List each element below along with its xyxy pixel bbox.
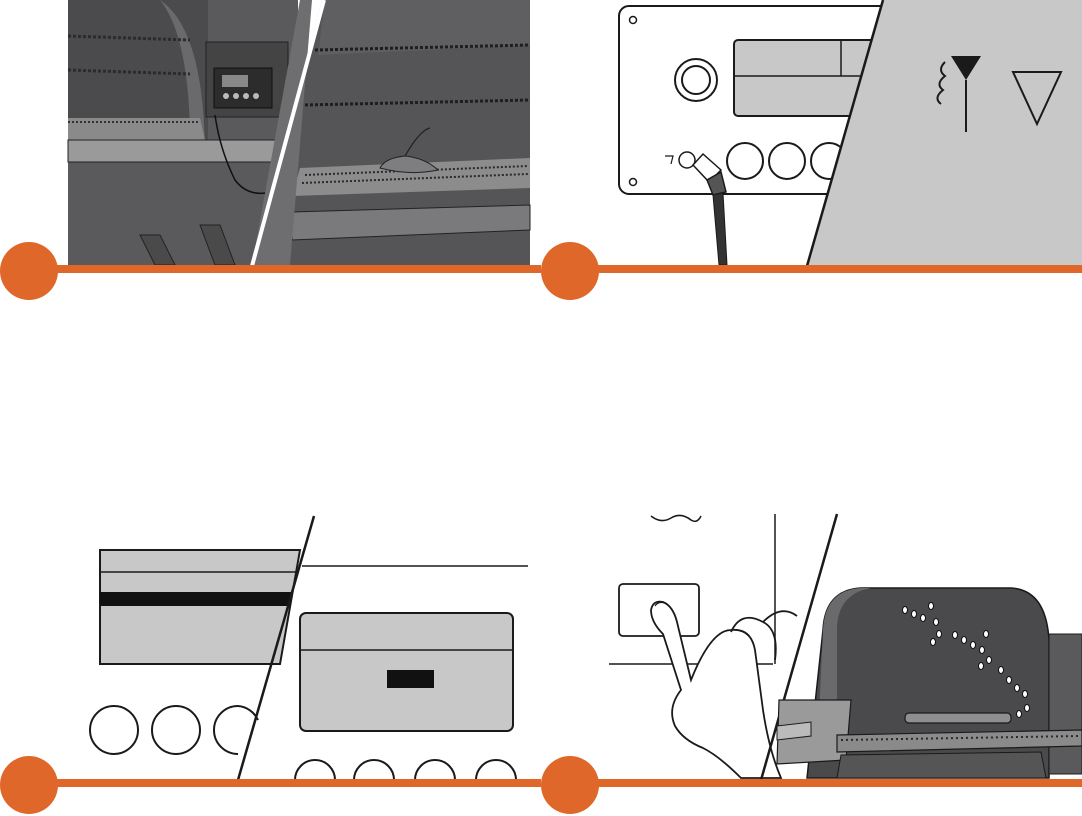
step-3-panel xyxy=(0,510,541,816)
step-4-progress-line xyxy=(571,779,1082,787)
step-4-panel xyxy=(541,510,1082,816)
probe-jack-and-wifi-indicator-illustration xyxy=(541,0,1082,300)
step-2-progress-line xyxy=(571,265,1082,273)
step-1-panel xyxy=(0,0,541,300)
grill-probe-placement-illustration xyxy=(0,0,541,300)
step-1-progress-line xyxy=(30,265,541,273)
step-2-panel xyxy=(541,0,1082,300)
step-4-marker xyxy=(541,756,599,814)
step-2-marker xyxy=(541,242,599,300)
step-3-progress-line xyxy=(30,779,541,787)
step-1-marker xyxy=(0,242,58,300)
press-button-and-grill-light-illustration xyxy=(541,510,1082,816)
step-3-marker xyxy=(0,756,58,814)
controller-display-illustration xyxy=(0,510,541,816)
